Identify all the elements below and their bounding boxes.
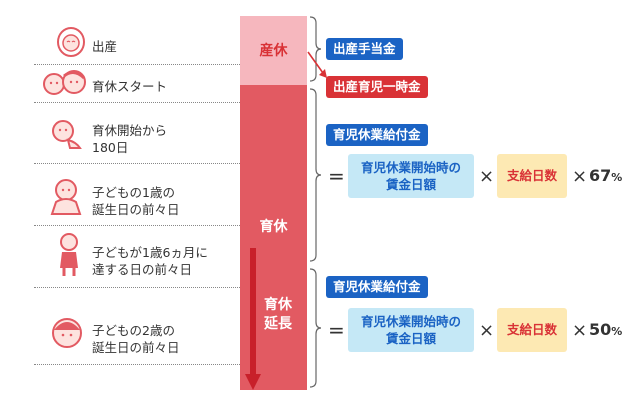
rate-50-percent: 50% <box>589 320 623 339</box>
timeline-divider <box>34 102 240 103</box>
parent-and-baby-icon <box>40 68 88 98</box>
timeline-divider <box>34 64 240 65</box>
timeline-label-birth: 出産 <box>92 39 118 54</box>
base-wage-box-50: 育児休業開始時の 賃金日額 <box>348 308 474 352</box>
extension-down-arrow-icon <box>245 248 261 390</box>
maternity-leave-label: 産休 <box>259 43 288 59</box>
multiply-sign: × <box>479 320 495 341</box>
standing-child-icon <box>54 232 84 278</box>
timeline-label-180-days: 育休開始から 180日 <box>92 123 168 155</box>
rate-67-percent: 67% <box>589 166 623 185</box>
maternity-leave-bar <box>240 16 307 85</box>
newborn-baby-icon <box>56 26 86 58</box>
red-connector-arrow-icon <box>307 51 327 78</box>
timeline-divider <box>34 163 240 164</box>
crawling-baby-icon <box>50 118 84 152</box>
child-face-icon <box>50 316 84 350</box>
timeline-label-2nd-birthday: 子どもの2歳の 誕生日の前々日 <box>92 323 180 355</box>
equals-sign: = <box>328 164 345 188</box>
timeline-label-1st-birthday: 子どもの1歳の 誕生日の前々日 <box>92 185 180 217</box>
multiply-sign: × <box>572 166 588 187</box>
timeline-label-1y6m: 子どもが1歳6ヵ月に 達する日の前々日 <box>92 245 208 277</box>
equals-sign: = <box>328 318 345 342</box>
multiply-sign: × <box>479 166 495 187</box>
sitting-toddler-icon <box>48 178 84 218</box>
childcare-leave-label: 育休 <box>259 219 288 235</box>
maternity-allowance-tag: 出産手当金 <box>326 38 403 60</box>
payment-days-box-67: 支給日数 <box>497 154 567 198</box>
leave-extension-label: 育休 延長 <box>264 297 292 332</box>
timeline-divider <box>34 225 240 226</box>
brace-first-period <box>309 88 322 262</box>
childcare-benefit-tag-50: 育児休業給付金 <box>326 276 428 298</box>
brace-second-period <box>309 268 322 388</box>
timeline-label-leave-start: 育休スタート <box>92 79 168 94</box>
childbirth-lump-sum-tag: 出産育児一時金 <box>326 76 428 98</box>
timeline-divider <box>34 364 240 365</box>
childcare-benefit-tag-67: 育児休業給付金 <box>326 124 428 146</box>
multiply-sign: × <box>572 320 588 341</box>
payment-days-box-50: 支給日数 <box>497 308 567 352</box>
timeline-divider <box>34 287 240 288</box>
brace-maternity <box>309 16 322 82</box>
base-wage-box-67: 育児休業開始時の 賃金日額 <box>348 154 474 198</box>
